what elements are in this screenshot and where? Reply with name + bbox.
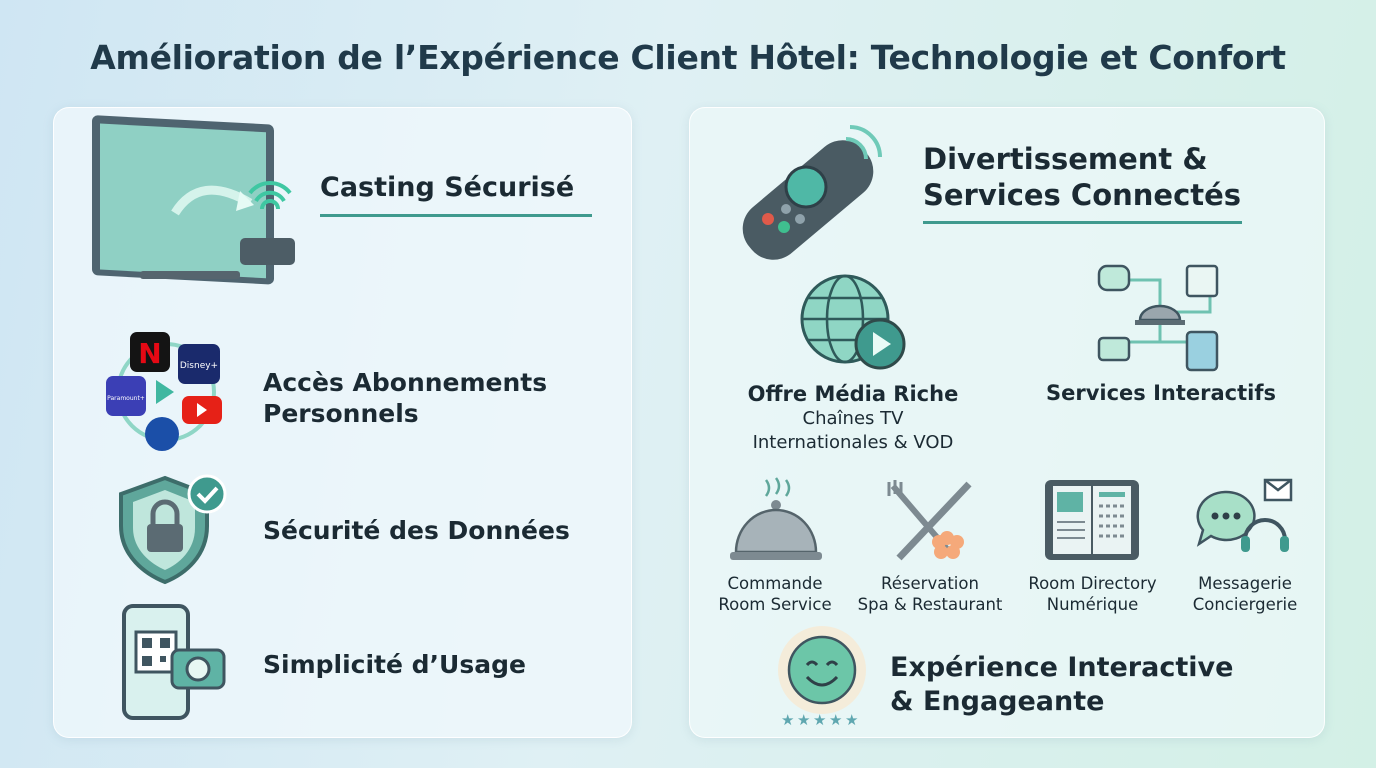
security-label: Sécurité des Données (263, 516, 570, 545)
heading-line2: Services Connectés (923, 178, 1242, 212)
subscriptions-line2: Personnels (263, 399, 419, 428)
page-title: Amélioration de l’Expérience Client Hôte… (90, 38, 1286, 77)
fork-knife-flower-icon (887, 480, 972, 561)
tv-cast-icon (92, 115, 295, 285)
shield-lock-icon (119, 474, 227, 585)
globe-play-icon (800, 274, 906, 370)
svg-text:★: ★ (845, 711, 858, 729)
svg-text:★: ★ (781, 711, 794, 729)
media-line2: Internationales & VOD (752, 432, 954, 453)
paramount-logo: Paramount+ (107, 395, 145, 402)
streaming-apps-icon: N Disney+ Paramount+ (106, 332, 222, 451)
service-line1: Réservation (881, 574, 979, 593)
svg-text:★: ★ (813, 711, 826, 729)
smiley-icon: ★★★★★ (778, 626, 866, 729)
rating-stars: ★★★★★ (781, 711, 858, 729)
media-title: Offre Média Riche (747, 382, 959, 406)
cloche-icon (730, 477, 822, 560)
entertainment-heading: Divertissement &Services Connectés (923, 141, 1241, 213)
service-line1: Room Directory (1028, 574, 1157, 593)
casting-underline (320, 214, 592, 217)
chat-headset-icon (1196, 478, 1293, 552)
heading-line1: Divertissement & (923, 142, 1208, 176)
media-offer: Offre Média Riche Chaînes TV Internation… (733, 381, 973, 455)
experience-label: Expérience Interactive& Engageante (890, 651, 1233, 719)
subscriptions-line1: Accès Abonnements (263, 368, 548, 397)
media-line1: Chaînes TV (802, 408, 904, 429)
experience-line1: Expérience Interactive (890, 652, 1234, 683)
service-line1: Commande (727, 574, 823, 593)
remote-control-icon (742, 125, 882, 260)
service-line2: Numérique (1046, 595, 1139, 614)
simplicity-label: Simplicité d’Usage (263, 650, 526, 679)
service-line2: Conciergerie (1192, 595, 1298, 614)
services-network-icon (1097, 264, 1219, 372)
svg-text:★: ★ (797, 711, 810, 729)
casting-label: Casting Sécurisé (320, 172, 575, 203)
experience-line2: & Engageante (890, 686, 1105, 717)
heading-underline (923, 221, 1242, 224)
interactive-services-title: Services Interactifs (1045, 381, 1276, 405)
service-line2: Spa & Restaurant (857, 595, 1003, 614)
phone-qr-icon (122, 604, 226, 720)
netflix-logo: N (138, 337, 161, 370)
disney-logo: Disney+ (180, 361, 218, 371)
service-line2: Room Service (718, 595, 832, 614)
digital-directory-icon (1045, 480, 1139, 560)
service-line1: Messagerie (1198, 574, 1292, 593)
svg-text:★: ★ (829, 711, 842, 729)
